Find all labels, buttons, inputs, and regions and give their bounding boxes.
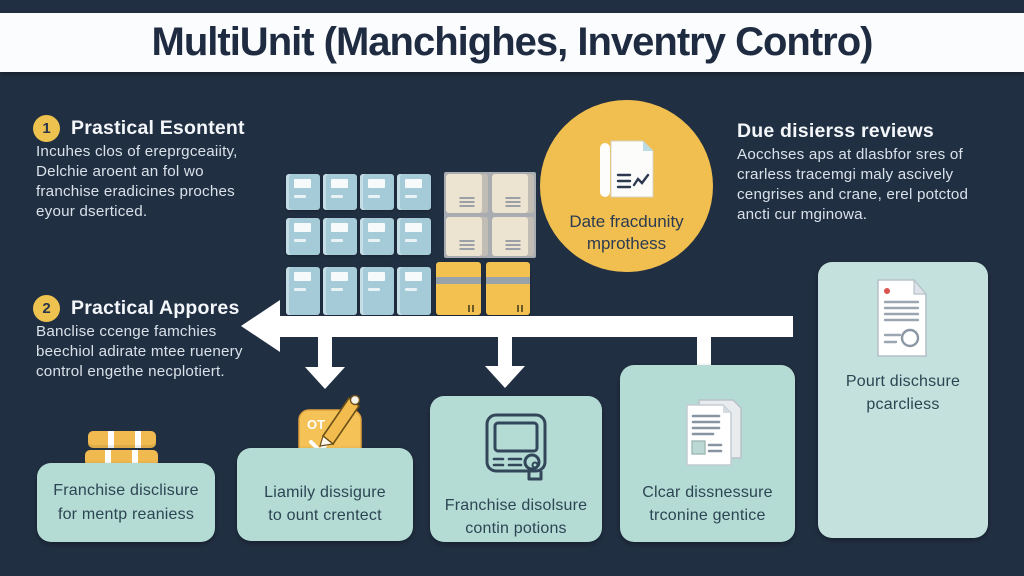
card-label: Pourt dischsure pcarcliess: [845, 373, 961, 414]
inventory-box-blue: [323, 267, 357, 315]
card-franchise-disclosure-options: Franchise disolsure contin potions: [430, 396, 602, 542]
section1-number-badge: 1: [33, 115, 60, 142]
inventory-box-tan: [492, 217, 534, 256]
inventory-box-tan: [446, 174, 488, 213]
inventory-boxes-yellow: [436, 262, 530, 315]
left-arrow-icon: [241, 300, 280, 352]
down-connector-1: [318, 337, 332, 369]
inventory-shelf-blue: [286, 174, 431, 315]
inventory-box-yellow: [436, 262, 481, 315]
inventory-box-blue: [360, 174, 394, 210]
down-arrow-icon-2: [485, 366, 525, 388]
card-franchise-disclosure-readiness: Franchise disclisure for mentp reaniess: [37, 463, 215, 542]
blue-shelf-row: [286, 218, 431, 255]
section1-heading: Prastical Esontent: [71, 117, 245, 139]
timeline-bar: [279, 316, 793, 337]
due-reviews-body: Aocchses aps at dlasbfor sres of crarles…: [737, 146, 969, 224]
data-productivity-circle: Date fracdunity mprothess: [540, 100, 713, 272]
circle-label: Date fracdunity mprothess: [569, 212, 684, 254]
inventory-box-yellow: [485, 262, 530, 315]
header-bar: MultiUnit (Manchighes, Inventry Contro): [0, 13, 1024, 72]
report-seal-icon: [877, 278, 928, 357]
card-label: Franchise disclisure for mentp reaniess: [53, 482, 199, 523]
down-arrow-icon-1: [305, 367, 345, 389]
inventory-box-blue: [397, 218, 431, 255]
inventory-box-blue: [286, 218, 320, 255]
due-reviews-heading: Due disierss reviews: [737, 120, 934, 142]
inventory-box-blue: [360, 218, 394, 255]
inventory-box-blue: [397, 174, 431, 210]
blue-shelf-row: [286, 267, 431, 315]
inventory-box-blue: [323, 174, 357, 210]
coins-icon: [85, 431, 158, 467]
page-title: MultiUnit (Manchighes, Inventry Contro): [151, 20, 874, 64]
card-label: Franchise disolsure contin potions: [444, 497, 588, 538]
section1-body: Incuhes clos of ereprgceaiity, Delchie a…: [36, 143, 238, 221]
card-label: Liamily dissigure to ount crentect: [264, 483, 386, 524]
down-connector-2: [498, 337, 512, 368]
inventory-box-tan: [446, 217, 488, 256]
down-connector-3: [697, 337, 711, 366]
inventory-box-blue: [397, 267, 431, 315]
inventory-box-blue: [360, 267, 394, 315]
inventory-box-blue: [323, 218, 357, 255]
inventory-shelf-tan: [444, 172, 536, 258]
section2-body: Banclise ccenge famchies beechiol adirat…: [36, 323, 243, 381]
document-chart-icon: [599, 140, 653, 198]
card-label: Clcar dissnessure trconine gentice: [642, 484, 773, 525]
monitor-icon: [485, 413, 547, 481]
blue-shelf-row: [286, 174, 431, 210]
card-liability-disclosure: Liamily dissigure to ount crentect: [237, 448, 413, 541]
section2-number-badge: 2: [33, 295, 60, 322]
inventory-box-blue: [286, 267, 320, 315]
documents-icon: [685, 399, 742, 466]
inventory-box-tan: [492, 174, 534, 213]
svg-text:OT: OT: [307, 417, 325, 432]
card-clear-disclosure-guidance: Clcar dissnessure trconine gentice: [620, 365, 795, 542]
card-point-disclosure-practices: Pourt dischsure pcarcliess: [818, 262, 988, 538]
section2-heading: Practical Appores: [71, 297, 240, 319]
inventory-box-blue: [286, 174, 320, 210]
